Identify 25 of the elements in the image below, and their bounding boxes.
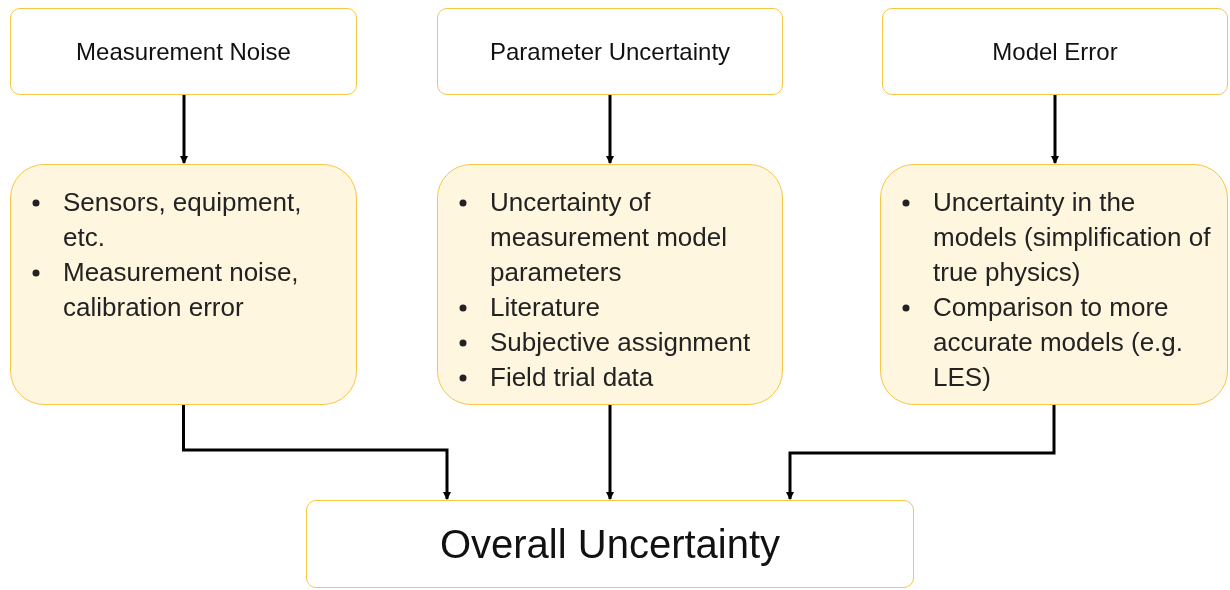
detail-box <box>10 164 357 405</box>
box-title: Parameter Uncertainty <box>489 37 731 66</box>
bullet-text: Comparison to more accurate models (e.g. LES) <box>933 292 1183 392</box>
source-box <box>437 8 783 95</box>
source-box <box>10 8 357 95</box>
detail-box <box>437 164 783 405</box>
box-title: Model Error <box>992 37 1118 66</box>
source-box <box>882 8 1228 95</box>
arrow <box>786 405 1056 500</box>
result-box <box>306 500 914 588</box>
bullet-text: Field trial data <box>490 362 654 392</box>
box-title: Overall Uncertainty <box>439 521 781 567</box>
bullet-text: Uncertainty of measurement model parameters <box>490 187 727 287</box>
detail-box <box>880 164 1228 405</box>
arrow <box>606 95 614 164</box>
box-title: Measurement Noise <box>76 37 291 66</box>
bullet-text: Subjective assignment <box>490 327 751 357</box>
bullet-text: Literature <box>490 292 600 322</box>
arrow <box>606 405 614 500</box>
arrow <box>1051 95 1059 164</box>
bullet-text: Measurement noise, calibration error <box>63 257 299 322</box>
arrow <box>182 405 451 500</box>
bullet-text: Sensors, equipment, etc. <box>63 187 302 252</box>
arrow <box>180 95 188 164</box>
bullet-text: Uncertainty in the models (simplification of true physics) <box>933 187 1211 287</box>
